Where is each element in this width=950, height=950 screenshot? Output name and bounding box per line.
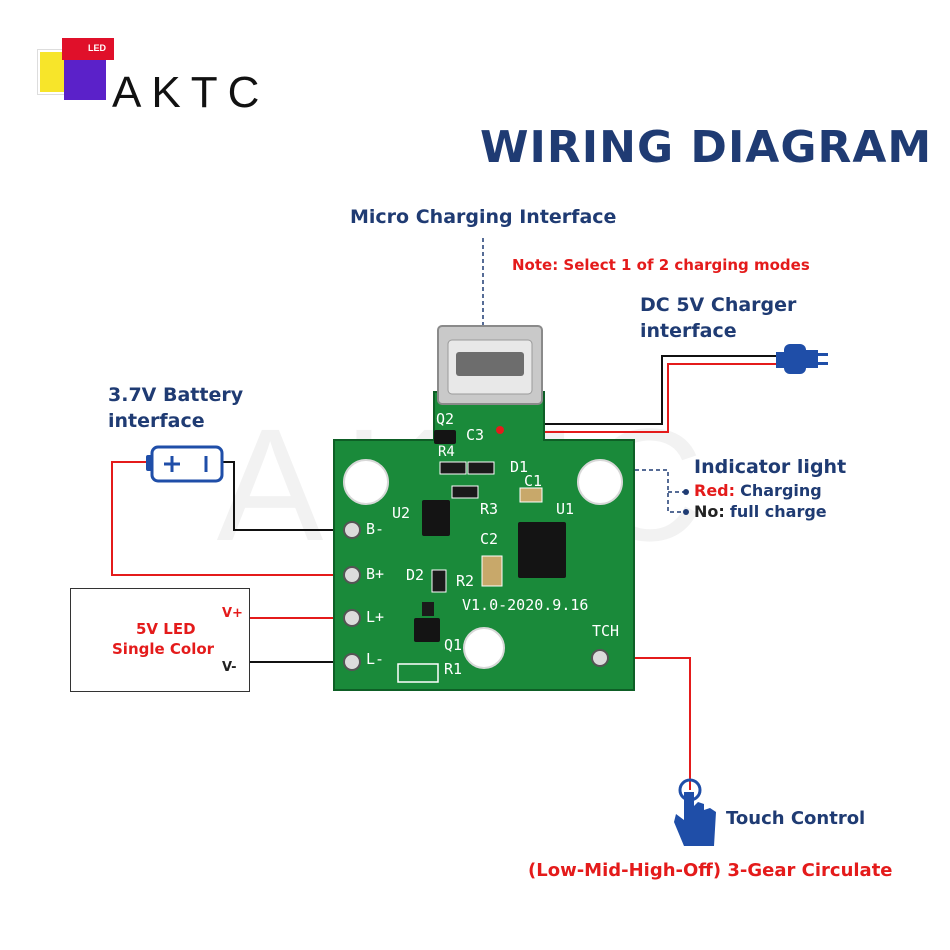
battery-label-line2: interface bbox=[108, 410, 205, 432]
dc-charger-label-line2: interface bbox=[640, 320, 737, 342]
dc-black-wire bbox=[500, 355, 782, 425]
dc-red-wire bbox=[510, 363, 782, 433]
indicator-no-key: No: bbox=[694, 502, 725, 521]
silk-q2: Q2 bbox=[436, 410, 455, 428]
silk-c1: C1 bbox=[524, 472, 543, 490]
page-title: WIRING DIAGRAM bbox=[480, 122, 933, 173]
indicator-red-key: Red: bbox=[694, 481, 736, 500]
battery-red-wire bbox=[111, 461, 352, 576]
vminus-label: V- bbox=[222, 660, 237, 675]
silk-c2: C2 bbox=[480, 530, 499, 548]
silk-u1: U1 bbox=[556, 500, 575, 518]
silk-c3: C3 bbox=[466, 426, 485, 444]
hand-touch-icon bbox=[674, 778, 716, 846]
silk-u2: U2 bbox=[392, 504, 411, 522]
indicator-no-value: full charge bbox=[729, 502, 827, 521]
silk-r3: R3 bbox=[480, 500, 499, 518]
led-load-box bbox=[70, 588, 250, 692]
logo-square-red bbox=[62, 38, 114, 60]
indicator-dot-no bbox=[683, 509, 689, 515]
touch-control-label: Touch Control bbox=[726, 808, 866, 829]
led-box-line1: 5V LED bbox=[136, 620, 196, 638]
silk-version: V1.0-2020.9.16 bbox=[462, 596, 589, 614]
silk-l-plus: L+ bbox=[366, 608, 385, 626]
chip-q1 bbox=[414, 618, 440, 642]
silk-r1: R1 bbox=[444, 660, 463, 678]
silk-q1: Q1 bbox=[444, 636, 463, 654]
silk-r4: R4 bbox=[438, 444, 455, 460]
dc-charger-label-line1: DC 5V Charger bbox=[640, 294, 797, 316]
vplus-label: V+ bbox=[222, 606, 243, 621]
chip-u1 bbox=[518, 522, 566, 578]
silk-d1: D1 bbox=[510, 458, 529, 476]
chip-u2 bbox=[422, 500, 450, 536]
indicator-dot-red bbox=[683, 489, 689, 495]
pcb-board bbox=[333, 325, 635, 691]
silk-r2: R2 bbox=[456, 572, 475, 590]
gear-circulate-label: (Low-Mid-High-Off) 3-Gear Circulate bbox=[528, 860, 893, 881]
silk-tch: TCH bbox=[592, 622, 620, 640]
note-label: Note: Select 1 of 2 charging modes bbox=[512, 256, 810, 274]
silk-b-minus: B- bbox=[366, 520, 385, 538]
indicator-title: Indicator light bbox=[694, 456, 847, 478]
logo-square-purple bbox=[64, 58, 106, 100]
battery-icon bbox=[146, 445, 224, 483]
silk-l-minus: L- bbox=[366, 650, 385, 668]
logo-badge: LED bbox=[88, 43, 106, 53]
micro-charging-label: Micro Charging Interface bbox=[350, 206, 617, 228]
indicator-red-value: Charging bbox=[740, 481, 822, 500]
indicator-no-row: No: full charge bbox=[694, 502, 827, 521]
silk-d2: D2 bbox=[406, 566, 425, 584]
indicator-red-row: Red: Charging bbox=[694, 481, 822, 500]
logo-text: AKTC bbox=[112, 68, 270, 117]
dc-plug-icon bbox=[776, 344, 828, 374]
battery-label-line1: 3.7V Battery bbox=[108, 384, 244, 406]
battery-black-wire bbox=[222, 461, 352, 531]
silk-b-plus: B+ bbox=[366, 565, 385, 583]
led-box-line2: Single Color bbox=[112, 640, 215, 658]
